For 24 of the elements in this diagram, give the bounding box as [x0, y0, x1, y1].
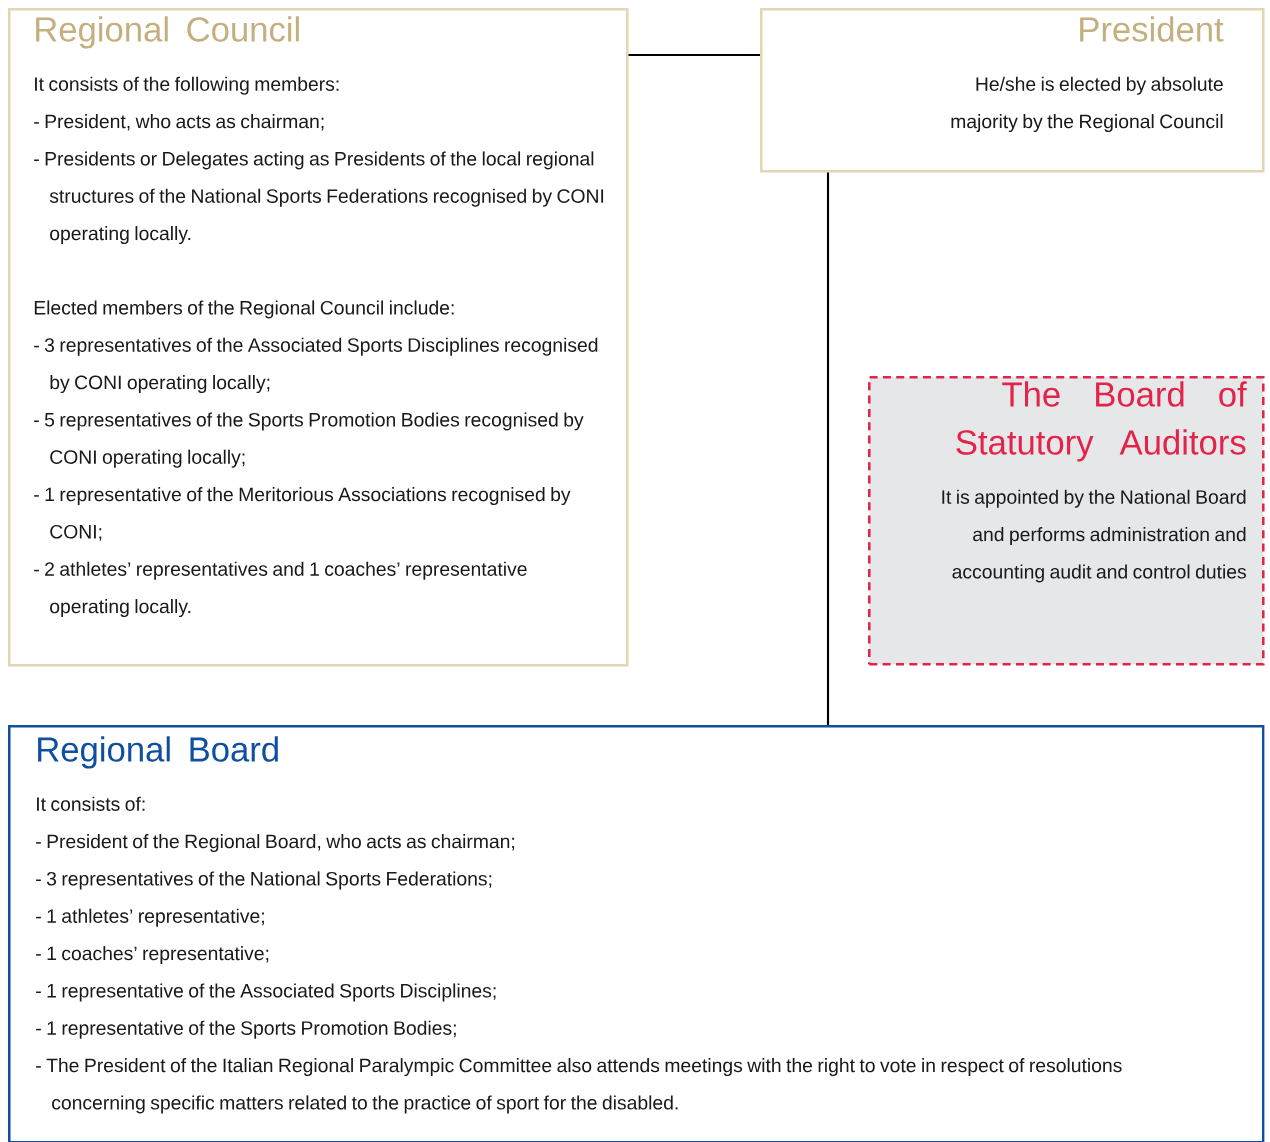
- body-text: He/she is elected by absolute majority by the Regional Council: [951, 76, 1223, 133]
- bullet-item: - The President of the Italian Regional Paralympic Committee also attends meetings with the right to vote in respect of resolutions concerning specific matters related to the practice of sport for the disabled.: [36, 1058, 1122, 1114]
- bullet-item: - 1 athletes’ representative;: [36, 908, 264, 927]
- body-text: Elected members of the Regional Council include:: [34, 300, 454, 319]
- connector-line: [826, 172, 830, 725]
- bullet-item: - 3 representatives of the National Sports Federations;: [36, 871, 492, 890]
- heading: Regional Board: [38, 736, 278, 769]
- bullet-item: - Presidents or Delegates acting as Presidents of the local regional structures of the National Sports Federations recognised by CONI operating locally.: [34, 151, 604, 245]
- body-text: It consists of the following members:: [35, 76, 339, 95]
- bullet-item: - 3 representatives of the Associated Sports Disciplines recognised by CONI operating locally;: [34, 337, 598, 394]
- bullet-item: - President, who acts as chairman;: [34, 114, 324, 131]
- bullet-item: - 5 representatives of the Sports Promotion Bodies recognised by CONI operating locally;: [34, 412, 584, 468]
- body-text: It consists of:: [37, 796, 145, 811]
- bullet-item: - 1 representative of the Associated Sports Disciplines;: [36, 983, 496, 1002]
- bullet-item: - 1 representative of the Sports Promotion Bodies;: [36, 1020, 456, 1039]
- heading: Regional Council: [36, 16, 299, 49]
- heading: The Board of Statutory Auditors: [956, 381, 1247, 462]
- connector-line: [628, 53, 760, 57]
- bullet-item: - President of the Regional Board, who acts as chairman;: [36, 834, 515, 853]
- bullet-item: - 1 representative of the Meritorious Associations recognised by CONI;: [34, 487, 571, 541]
- bullet-item: - 2 athletes’ representatives and 1 coaches’ representative operating locally.: [34, 561, 527, 618]
- heading: President: [1080, 16, 1224, 42]
- body-text: It is appointed by the National Board and performs administration and accounting audit and control duties: [942, 489, 1246, 583]
- bullet-item: - 1 coaches’ representative;: [36, 946, 269, 965]
